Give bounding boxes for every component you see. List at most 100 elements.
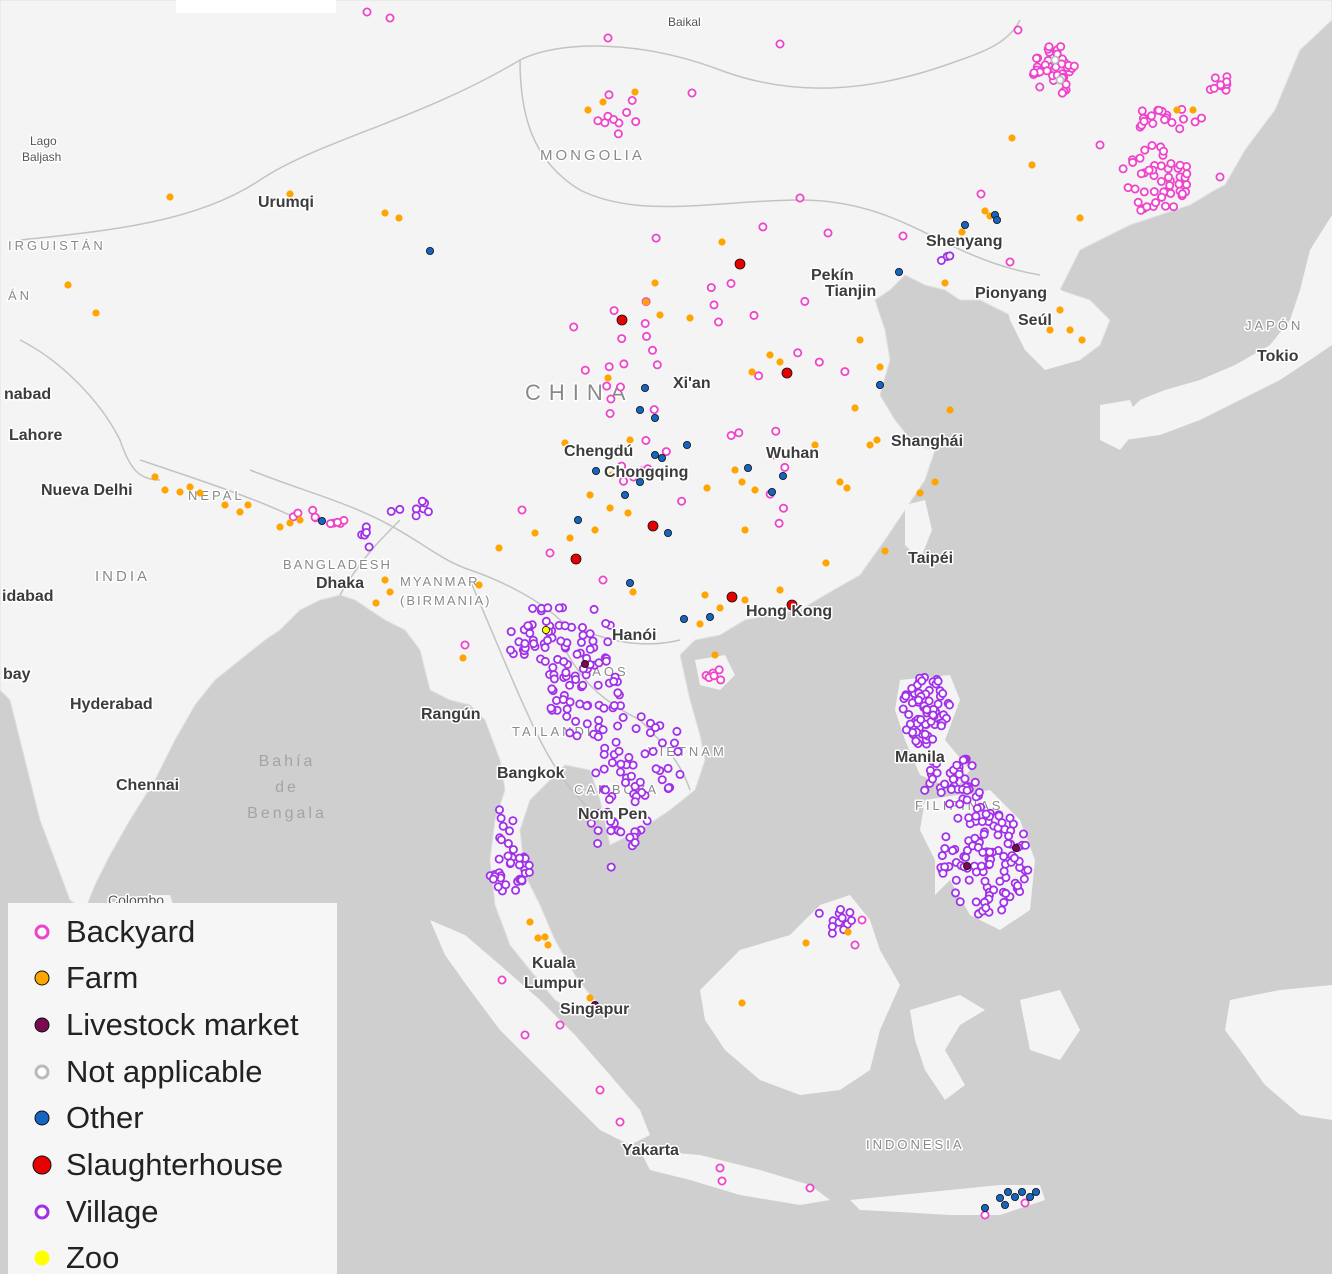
marker-farm[interactable] — [843, 484, 851, 492]
marker-other[interactable] — [961, 220, 970, 229]
marker-backyard[interactable] — [1147, 140, 1157, 150]
marker-farm[interactable] — [981, 207, 989, 215]
marker-backyard[interactable] — [1154, 105, 1164, 115]
marker-other[interactable] — [574, 516, 583, 525]
marker-backyard[interactable] — [603, 33, 613, 43]
marker-village[interactable] — [981, 809, 991, 819]
marker-village[interactable] — [606, 862, 616, 872]
marker-slaughterhouse[interactable] — [781, 367, 793, 379]
marker-backyard[interactable] — [1159, 146, 1169, 156]
marker-backyard[interactable] — [622, 107, 632, 117]
marker-village[interactable] — [954, 769, 964, 779]
marker-village[interactable] — [914, 695, 924, 705]
marker-backyard[interactable] — [362, 7, 372, 17]
marker-backyard[interactable] — [715, 1163, 725, 1173]
marker-village[interactable] — [599, 703, 609, 713]
marker-village[interactable] — [673, 747, 683, 757]
marker-village[interactable] — [578, 623, 588, 633]
marker-backyard[interactable] — [1013, 25, 1023, 35]
marker-farm[interactable] — [566, 534, 574, 542]
marker-village[interactable] — [554, 603, 564, 613]
marker-village[interactable] — [576, 637, 586, 647]
marker-village[interactable] — [508, 816, 518, 826]
marker-village[interactable] — [609, 701, 619, 711]
marker-village[interactable] — [917, 676, 927, 686]
marker-farm[interactable] — [1066, 326, 1074, 334]
marker-village[interactable] — [642, 816, 652, 826]
marker-backyard[interactable] — [595, 1085, 605, 1095]
marker-farm[interactable] — [531, 529, 539, 537]
marker-village[interactable] — [999, 851, 1009, 861]
marker-village[interactable] — [541, 616, 551, 626]
marker-backyard[interactable] — [604, 90, 614, 100]
marker-farm[interactable] — [738, 478, 746, 486]
marker-village[interactable] — [603, 637, 613, 647]
marker-village[interactable] — [572, 731, 582, 741]
marker-village[interactable] — [549, 674, 559, 684]
marker-village[interactable] — [559, 657, 569, 667]
marker-farm[interactable] — [748, 368, 756, 376]
marker-village[interactable] — [981, 903, 991, 913]
marker-backyard[interactable] — [726, 278, 736, 288]
marker-backyard[interactable] — [615, 1117, 625, 1127]
marker-village[interactable] — [1005, 813, 1015, 823]
marker-farm[interactable] — [851, 404, 859, 412]
marker-village[interactable] — [953, 813, 963, 823]
marker-village[interactable] — [945, 700, 955, 710]
marker-other[interactable] — [876, 380, 885, 389]
marker-backyard[interactable] — [1139, 187, 1149, 197]
marker-village[interactable] — [621, 778, 631, 788]
marker-farm[interactable] — [711, 651, 719, 659]
marker-village[interactable] — [933, 676, 943, 686]
marker-backyard[interactable] — [497, 975, 507, 985]
marker-other[interactable] — [425, 246, 434, 255]
marker-village[interactable] — [922, 705, 932, 715]
marker-other[interactable] — [1004, 1188, 1013, 1197]
marker-livestock-market[interactable] — [963, 862, 972, 871]
marker-other[interactable] — [768, 487, 777, 496]
marker-village[interactable] — [648, 747, 658, 757]
marker-village[interactable] — [985, 859, 995, 869]
marker-village[interactable] — [593, 732, 603, 742]
marker-farm[interactable] — [776, 358, 784, 366]
marker-farm[interactable] — [946, 406, 954, 414]
marker-farm[interactable] — [616, 444, 624, 452]
marker-backyard[interactable] — [714, 665, 724, 675]
marker-farm[interactable] — [561, 439, 569, 447]
marker-backyard[interactable] — [628, 472, 638, 482]
marker-village[interactable] — [970, 777, 980, 787]
marker-village[interactable] — [506, 645, 516, 655]
marker-backyard[interactable] — [631, 117, 641, 127]
marker-backyard[interactable] — [520, 1030, 530, 1040]
marker-village[interactable] — [506, 858, 516, 868]
marker-backyard[interactable] — [661, 447, 671, 457]
marker-slaughterhouse[interactable] — [570, 553, 582, 565]
marker-farm[interactable] — [958, 228, 966, 236]
marker-backyard[interactable] — [325, 519, 335, 529]
marker-other[interactable] — [981, 1204, 990, 1213]
marker-village[interactable] — [575, 699, 585, 709]
marker-backyard[interactable] — [1032, 53, 1042, 63]
marker-village[interactable] — [936, 721, 946, 731]
marker-village[interactable] — [603, 807, 613, 817]
marker-backyard[interactable] — [1123, 183, 1133, 193]
marker-backyard[interactable] — [1182, 169, 1192, 179]
marker-backyard[interactable] — [642, 331, 652, 341]
marker-farm[interactable] — [701, 591, 709, 599]
marker-farm[interactable] — [161, 486, 169, 494]
marker-village[interactable] — [997, 905, 1007, 915]
marker-farm[interactable] — [186, 483, 194, 491]
marker-village[interactable] — [932, 768, 942, 778]
marker-backyard[interactable] — [779, 503, 789, 513]
marker-village[interactable] — [650, 723, 660, 733]
marker-village[interactable] — [578, 680, 588, 690]
marker-village[interactable] — [585, 629, 595, 639]
marker-backyard[interactable] — [643, 464, 653, 474]
marker-other[interactable] — [664, 529, 673, 538]
marker-other[interactable] — [706, 613, 715, 622]
marker-backyard[interactable] — [580, 365, 590, 375]
marker-village[interactable] — [979, 829, 989, 839]
marker-village[interactable] — [562, 704, 572, 714]
marker-farm[interactable] — [696, 620, 704, 628]
marker-backyard[interactable] — [814, 357, 824, 367]
